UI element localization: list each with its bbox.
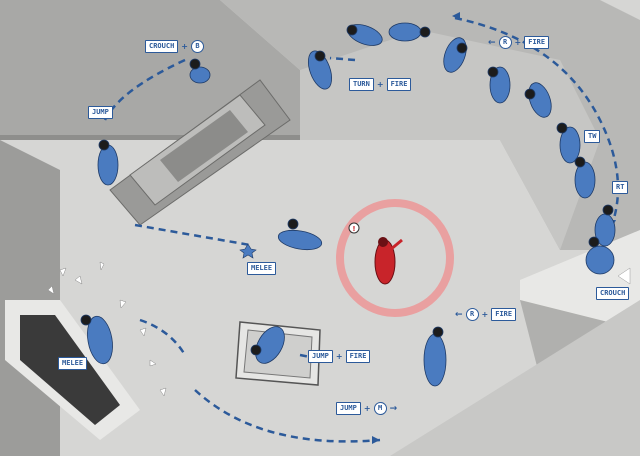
label-rt: RT [612,181,629,194]
movement-paths [103,16,620,443]
arrow-icon: ← [488,37,496,48]
character-poses [80,22,616,387]
plus-icon: + [335,352,343,361]
label-tw: TW [584,130,601,143]
enemy-alert: ! [352,225,355,233]
plus-icon: + [363,404,371,413]
label-jump-fire-mid: JUMP + FIRE [308,350,371,363]
character-window [80,314,113,365]
fire-tag: FIRE [524,36,550,49]
label-jump-left: JUMP [88,106,113,119]
arrow-icon [617,267,631,285]
character-shelf-5 [524,82,552,118]
arrow-icon: → [389,403,398,414]
character-crouch-right [585,236,615,275]
character-table [250,326,285,364]
character-shelf-7 [574,156,596,199]
label-jump-m-bottom: JUMP + M → [336,402,397,415]
car [109,79,291,226]
melee-star-icon [239,243,257,259]
wall-back-left [0,0,300,135]
controller-button-icon: M [373,402,387,415]
label-crouch-top: CROUCH + B [145,40,204,53]
wall-left [0,140,60,456]
plus-icon: + [481,310,489,319]
target-ring [336,199,454,317]
jump-tag: JUMP [88,106,113,119]
crouch-tag: CROUCH [596,287,630,300]
character-crouch-car [189,58,211,84]
rt-tag: RT [612,181,629,194]
jump-tag: JUMP [308,350,333,363]
fire-tag: FIRE [386,78,412,91]
character-shelf-2 [388,22,431,42]
label-turn-fire: TURN + FIRE [349,78,412,91]
plus-icon: + [181,42,188,51]
broken-window [20,315,120,425]
melee-tag: MELEE [247,262,277,275]
label-r-fire-bottom: ← R + FIRE [455,308,517,321]
arrow-icon [372,436,380,444]
melee-tag: MELEE [58,357,88,370]
character-turn [307,50,333,90]
label-r-fire-top: ← R + FIRE [488,36,550,49]
enemy-figure [374,237,403,285]
character-shelf-4 [487,66,511,104]
label-crouch-right: CROUCH [596,287,630,300]
character-shelf-8 [594,204,616,247]
label-melee-center: MELEE [247,262,277,275]
plus-icon: + [514,38,522,47]
character-jump-car [97,139,119,186]
controller-button-icon: R [498,36,512,49]
character-shelf-1 [346,24,383,46]
controller-button-icon: B [191,40,204,53]
character-bottom-right [423,326,447,387]
enemy-alert-bubble [348,222,360,234]
label-melee-left: MELEE [58,357,88,370]
character-shelf-3 [443,37,468,73]
tw-tag: TW [584,130,601,143]
jump-tag: JUMP [336,402,361,415]
controller-button-icon: R [465,308,479,321]
character-shelf-6 [556,122,581,164]
plus-icon: + [376,80,384,89]
fire-tag: FIRE [491,308,517,321]
turn-tag: TURN [349,78,374,91]
floor-stripe [390,300,640,456]
arrow-icon: ← [455,309,463,320]
character-melee-center [277,218,323,251]
arrow-icon [452,12,460,20]
glass-shards [47,261,167,397]
crouch-tag: CROUCH [145,40,179,53]
fire-tag: FIRE [345,350,371,363]
wall-shelf [300,30,600,250]
